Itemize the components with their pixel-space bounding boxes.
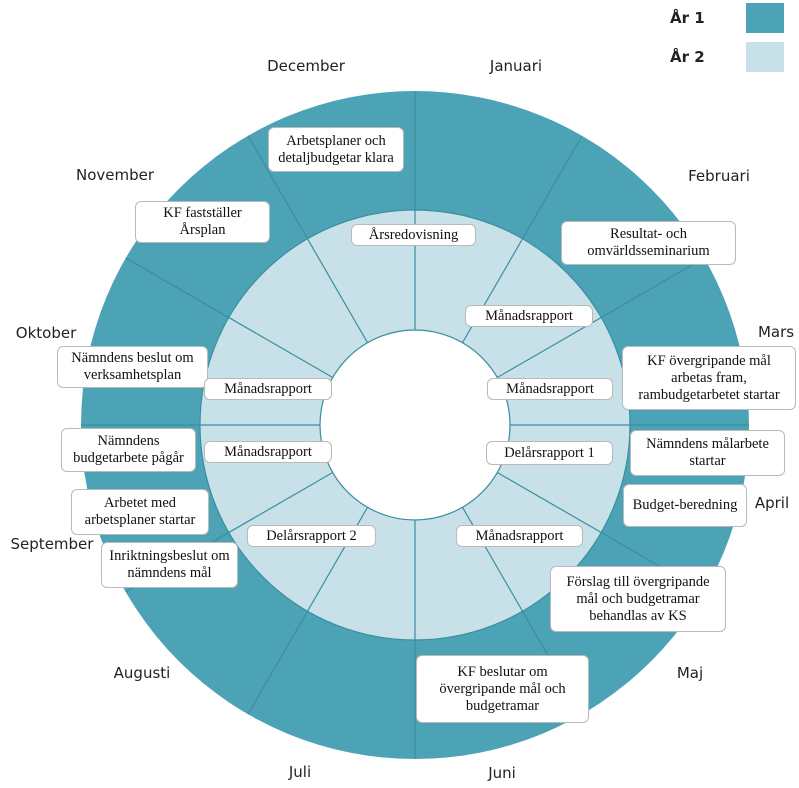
inner-box-delarsrapport-1: Delårsrapport 1 [486,441,613,465]
inner-box-manadsrapport-maj: Månadsrapport [456,525,583,547]
event-box-arbetet-med-arbetsplaner: Arbetet med arbetsplaner startar [71,489,209,535]
legend-label-year1: År 1 [670,9,705,27]
month-label-november: November [75,166,155,184]
event-box-kf-overgripande-mal-rambudget: KF övergripande mål arbetas fram, rambud… [622,346,796,410]
event-box-forslag-behandlas-av-ks: Förslag till övergripande mål och budget… [550,566,726,632]
center-hole [319,329,511,521]
inner-box-manadsrapport-feb: Månadsrapport [465,305,593,327]
inner-box-manadsrapport-okt: Månadsrapport [204,378,332,400]
month-label-mars: Mars [757,323,795,341]
month-label-december: December [267,57,345,75]
month-label-juni: Juni [488,764,516,782]
month-label-augusti: Augusti [113,664,171,682]
event-box-inriktningsbeslut: Inriktningsbeslut om nämndens mål [101,542,238,588]
month-label-maj: Maj [676,664,704,682]
month-label-april: April [754,494,790,512]
month-divider-line [247,135,369,344]
month-label-oktober: Oktober [15,324,77,342]
event-box-namndens-budgetarbete: Nämndens budgetarbete pågår [61,428,196,472]
month-label-februari: Februari [688,167,750,185]
event-box-namndens-beslut-verksamhetsplan: Nämndens beslut om verksamhetsplan [57,346,208,388]
month-divider-line [125,257,334,379]
legend-swatch-year1 [746,3,784,33]
month-divider-line [496,257,705,379]
legend-label-year2: År 2 [670,48,705,66]
month-label-september: September [10,535,94,553]
month-label-januari: Januari [489,57,543,75]
month-label-juli: Juli [288,763,312,781]
inner-box-delarsrapport-2: Delårsrapport 2 [247,525,376,547]
event-box-kf-faststaller-arsplan: KF fastställer Årsplan [135,201,270,243]
event-box-arbetsplaner-klara: Arbetsplaner och detaljbudgetar klara [268,127,404,172]
event-box-kf-beslutar: KF beslutar om övergripande mål och budg… [416,655,589,723]
event-box-budgetberedning: Budget-beredning [623,484,747,527]
inner-box-manadsrapport-sep: Månadsrapport [204,441,332,463]
event-box-namndens-malarbete: Nämndens målarbete startar [630,430,785,476]
legend-swatch-year2 [746,42,784,72]
event-box-resultat-omvarldsseminarium: Resultat- och omvärldsseminarium [561,221,736,265]
inner-box-manadsrapport-mar: Månadsrapport [487,378,613,400]
inner-box-arsredovisning: Årsredovisning [351,224,476,246]
